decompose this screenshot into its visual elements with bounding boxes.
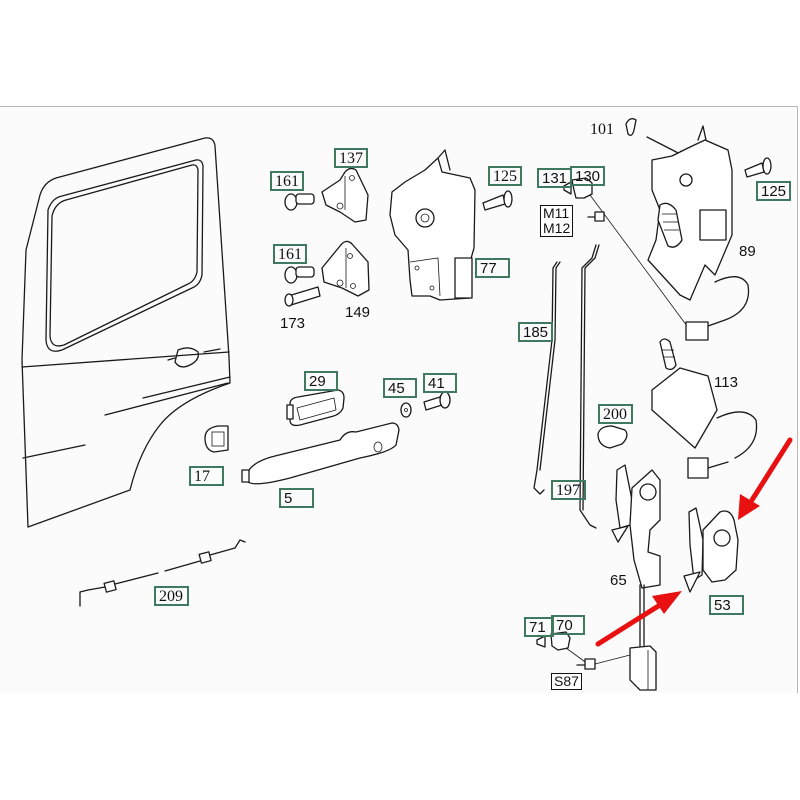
part-53-latch: [683, 507, 739, 593]
part-173-pin: [284, 286, 321, 307]
label-m12: M12: [543, 220, 571, 236]
label-209: 209: [154, 586, 189, 606]
highlight-arrow-upper: [738, 437, 793, 520]
highlight-arrow-lower: [595, 591, 682, 647]
label-185: 185: [518, 322, 554, 342]
label-125-right: 125: [756, 181, 792, 201]
label-77: 77: [475, 258, 510, 278]
part-209-cable: [79, 539, 246, 607]
part-29-gasket: [286, 389, 345, 427]
part-149-hinge: [321, 240, 370, 297]
part-45-washer: [400, 402, 412, 418]
part-137-hinge: [321, 167, 369, 223]
part-161-screw-lower: [284, 266, 315, 284]
label-m11-m12: M11 M12: [540, 205, 574, 237]
part-s87-module: [629, 645, 657, 691]
label-17: 17: [189, 466, 224, 486]
label-197: 197: [551, 480, 586, 500]
label-5: 5: [279, 488, 314, 508]
door-shell: [21, 137, 231, 528]
label-65: 65: [610, 572, 627, 589]
label-137: 137: [334, 148, 368, 168]
part-125-screw-left: [482, 190, 513, 211]
label-71: 71: [524, 617, 554, 637]
label-173: 173: [280, 315, 306, 332]
label-113: 113: [714, 374, 738, 391]
label-149: 149: [345, 304, 371, 321]
label-130: 130: [570, 166, 606, 186]
part-200-clip: [597, 425, 628, 449]
label-125-left: 125: [488, 166, 522, 186]
part-17-cap: [204, 425, 229, 453]
label-s87: S87: [551, 673, 582, 690]
part-41-screw: [423, 391, 451, 411]
part-89-lock-actuator: [647, 125, 750, 341]
label-45: 45: [383, 378, 417, 398]
part-161-screw-upper: [284, 193, 315, 211]
label-161-lower: 161: [273, 244, 307, 264]
part-130-switch: [563, 177, 691, 331]
label-89: 89: [739, 243, 756, 260]
label-101: 101: [590, 121, 614, 138]
label-70: 70: [551, 615, 585, 635]
part-113-actuator: [651, 338, 758, 479]
part-197-rod: [579, 244, 597, 529]
label-m11: M11: [543, 205, 570, 221]
part-77-lock: [389, 149, 476, 301]
label-29: 29: [304, 371, 338, 391]
label-200: 200: [598, 404, 633, 424]
part-5-handle: [241, 422, 400, 485]
part-70-switch: [536, 631, 631, 670]
label-131: 131: [537, 168, 573, 188]
label-161-upper: 161: [270, 171, 304, 191]
part-185-rod: [533, 261, 558, 495]
part-125-screw-right: [744, 157, 772, 178]
label-53: 53: [709, 595, 744, 615]
label-41: 41: [423, 373, 457, 393]
